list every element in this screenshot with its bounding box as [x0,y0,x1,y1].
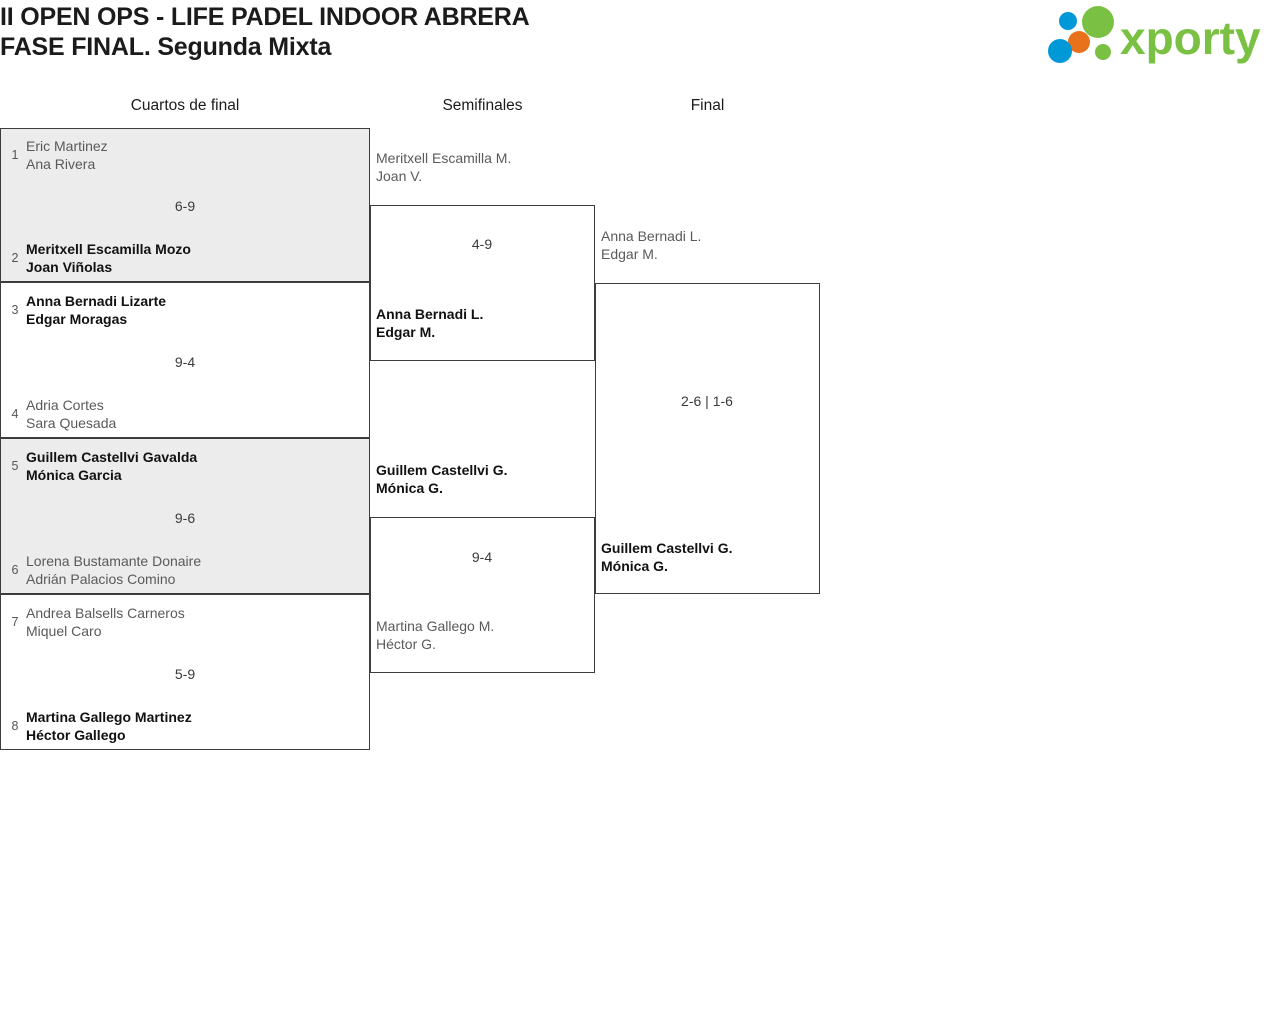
qf-match-3-team-bottom[interactable]: 6 Lorena Bustamante Donaire Adrián Palac… [4,551,368,589]
sf-match-1-box[interactable] [370,205,595,361]
column-header-quarterfinals: Cuartos de final [130,97,240,114]
seed-number: 1 [11,148,19,162]
team-names: Eric Martinez Ana Rivera [26,137,108,173]
seed-number: 6 [11,563,19,577]
team-names: Meritxell Escamilla Mozo Joan Viñolas [26,240,191,276]
tournament-phase: FASE FINAL. Segunda Mixta [0,33,332,61]
xporty-logo: xporty [1046,6,1274,64]
sf-match-2-score: 9-4 [471,549,493,565]
seed-number: 2 [11,251,19,265]
qf-match-1-score: 6-9 [174,198,196,214]
team-names: Martina Gallego M. Héctor G. [376,617,495,653]
logo-wordmark: xporty [1120,12,1261,64]
logo-dots-icon [1048,6,1114,63]
sf-match-1-team-bottom[interactable]: Anna Bernadi L. Edgar M. [376,304,595,342]
team-names: Meritxell Escamilla M. Joan V. [376,149,512,185]
qf-match-3-box[interactable] [0,438,370,594]
sf-match-1-team-top[interactable]: Meritxell Escamilla M. Joan V. [376,148,595,186]
team-names: Lorena Bustamante Donaire Adrián Palacio… [26,552,202,588]
column-header-semifinals: Semifinales [442,97,523,114]
seed-number: 4 [11,407,19,421]
team-names: Guillem Castellvi Gavalda Mónica Garcia [26,448,198,484]
qf-match-1-box[interactable] [0,128,370,282]
team-names: Anna Bernadi L. Edgar M. [376,305,484,341]
qf-match-1-team-top[interactable]: 1 Eric Martinez Ana Rivera [4,136,368,174]
tournament-name: II OPEN OPS - LIFE PADEL INDOOR ABRERA [0,3,530,31]
qf-match-2-team-top[interactable]: 3 Anna Bernadi Lizarte Edgar Moragas [4,291,368,329]
seed-number: 3 [11,303,19,317]
team-names: Adria Cortes Sara Quesada [26,396,117,432]
qf-match-1-team-bottom[interactable]: 2 Meritxell Escamilla Mozo Joan Viñolas [4,239,368,277]
qf-match-2-score: 9-4 [174,354,196,370]
seed-number: 5 [11,459,19,473]
final-team-top[interactable]: Anna Bernadi L. Edgar M. [601,226,820,264]
team-names: Guillem Castellvi G. Mónica G. [376,461,508,497]
qf-match-3-score: 9-6 [174,510,196,526]
sf-match-2-team-bottom[interactable]: Martina Gallego M. Héctor G. [376,616,595,654]
svg-text:xporty: xporty [1120,12,1261,64]
final-match-score: 2-6 | 1-6 [681,393,733,409]
qf-match-4-team-top[interactable]: 7 Andrea Balsells Carneros Miquel Caro [4,603,368,641]
final-team-bottom[interactable]: Guillem Castellvi G. Mónica G. [601,538,820,576]
page-title: II OPEN OPS - LIFE PADEL INDOOR ABRERA F… [0,2,900,62]
team-names: Andrea Balsells Carneros Miquel Caro [26,604,185,640]
final-match-box[interactable] [595,283,820,594]
sf-match-1-score: 4-9 [471,236,493,252]
team-names: Anna Bernadi Lizarte Edgar Moragas [26,292,167,328]
qf-match-2-team-bottom[interactable]: 4 Adria Cortes Sara Quesada [4,395,368,433]
qf-match-4-score: 5-9 [174,666,196,682]
qf-match-2-box[interactable] [0,282,370,438]
seed-number: 8 [11,719,19,733]
team-names: Guillem Castellvi G. Mónica G. [601,539,733,575]
qf-match-4-team-bottom[interactable]: 8 Martina Gallego Martinez Héctor Galleg… [4,707,368,745]
column-header-final: Final [690,97,725,114]
sf-match-2-team-top[interactable]: Guillem Castellvi G. Mónica G. [376,460,595,498]
sf-match-2-box[interactable] [370,517,595,673]
seed-number: 7 [11,615,19,629]
team-names: Anna Bernadi L. Edgar M. [601,227,702,263]
qf-match-4-box[interactable] [0,594,370,750]
qf-match-3-team-top[interactable]: 5 Guillem Castellvi Gavalda Mónica Garci… [4,447,368,485]
team-names: Martina Gallego Martinez Héctor Gallego [26,708,192,744]
